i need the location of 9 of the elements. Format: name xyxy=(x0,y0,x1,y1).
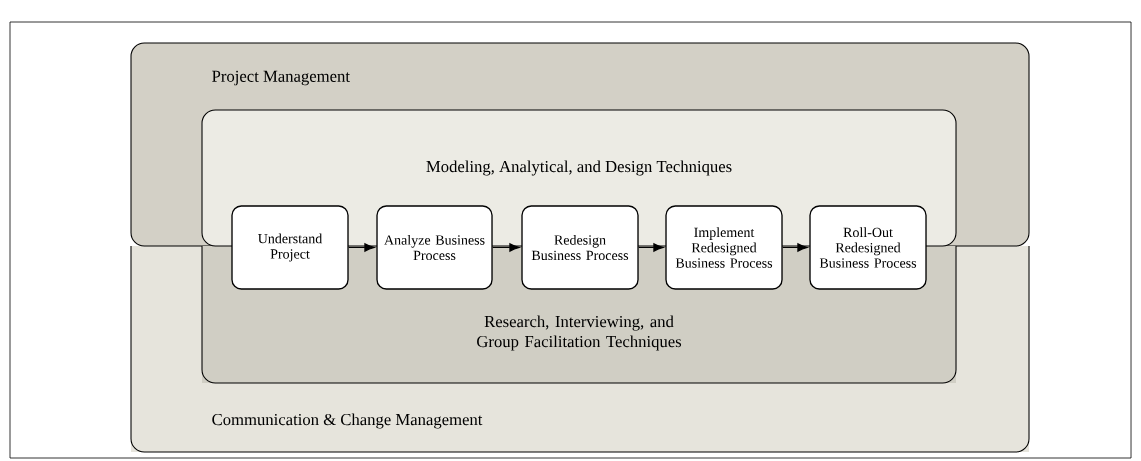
process-box: Roll-Out Redesigned Business Process xyxy=(809,205,927,290)
process-box: Implement Redesigned Business Process xyxy=(665,205,783,290)
arrow xyxy=(782,243,808,252)
arrow xyxy=(492,243,520,252)
arrow xyxy=(638,243,664,252)
process-box: Analyze Business Process xyxy=(376,205,493,290)
process-box: Understand Project xyxy=(231,205,349,290)
process-box: Redesign Business Process xyxy=(521,205,639,290)
arrow xyxy=(348,243,375,252)
